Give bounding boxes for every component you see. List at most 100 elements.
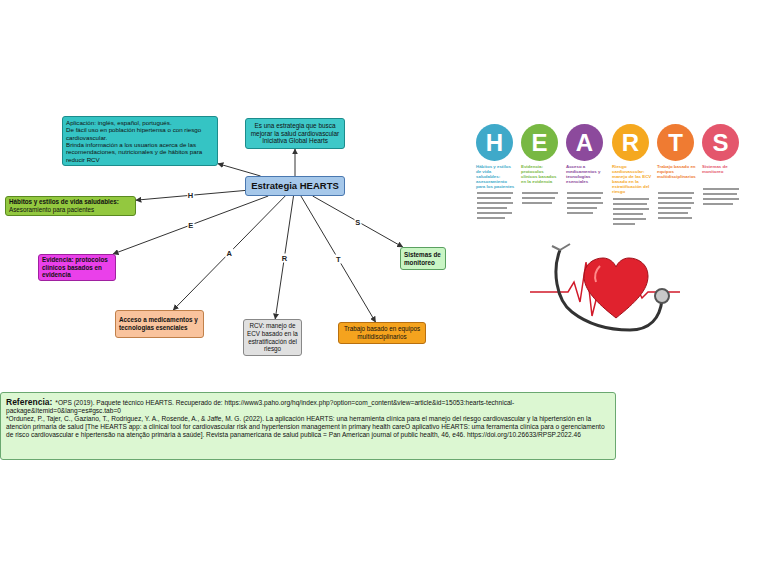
hearts-letter: H — [486, 131, 503, 155]
filler-line — [567, 197, 601, 199]
filler-line — [703, 198, 739, 200]
filler-line — [567, 202, 603, 204]
node-text: Asesoramiento para pacientes — [9, 206, 132, 214]
hearts-heading: Acceso a medicamentos y tecnologías esen… — [566, 164, 606, 184]
filler-line — [658, 217, 692, 219]
edge-label: H — [187, 191, 194, 200]
heart-highlight — [595, 266, 600, 282]
filler-line — [477, 207, 507, 209]
node-text: Evidencia: protocolos clínicos basados e… — [42, 256, 112, 279]
hearts-letter: T — [668, 131, 683, 155]
edge-label: A — [225, 249, 232, 258]
hearts-heading: Trabajo basado en equipos multidisciplin… — [657, 164, 697, 179]
heart-stethoscope-illustration — [530, 235, 680, 355]
stethoscope-tube — [556, 250, 662, 330]
connector — [313, 196, 403, 247]
node-text: Sistemas de monitoreo — [404, 251, 442, 266]
filler-line — [613, 208, 649, 210]
heart-shape — [584, 258, 648, 318]
node-text: Es una estrategia que busca mejorar la s… — [249, 122, 341, 137]
info-box: Es una estrategia que busca mejorar la s… — [245, 118, 345, 149]
filler-line — [477, 192, 513, 194]
filler-line — [658, 202, 694, 204]
filler-line — [567, 192, 603, 194]
reference-entry: *Ordunez, P., Tajer, C., Gaziano, T., Ro… — [6, 415, 610, 439]
filler-line — [658, 212, 688, 214]
concept-box: Sistemas de monitoreo — [400, 247, 446, 270]
edge-label: S — [354, 217, 361, 226]
filler-line — [477, 202, 513, 204]
filler-line — [567, 212, 593, 214]
info-box: Aplicación: inglés, español, portugués.D… — [62, 116, 218, 166]
circle-shape — [566, 124, 603, 161]
hearts-heading: Sistemas de monitoreo — [702, 164, 742, 174]
connector — [301, 196, 376, 322]
concept-box: Acceso a medicamentos y tecnologias esen… — [115, 310, 204, 338]
filler-line — [477, 197, 511, 199]
hearts-circle: SSistemas de monitoreo — [702, 124, 739, 161]
hearts-heading: Evidencia: protocolos clínicos basados e… — [521, 164, 561, 184]
hearts-letter: A — [576, 131, 593, 155]
node-text: De fácil uso en población hipertensa o c… — [66, 126, 214, 141]
concept-box: Trabajo basado en equipos multidisciplin… — [338, 322, 426, 344]
filler-line — [613, 213, 643, 215]
circle-shape — [612, 124, 649, 161]
hearts-heading: Riesgo cardiovascular: manejo de las ECV… — [612, 164, 652, 194]
concept-box: RCV: manejo de ECV basado en la estratif… — [243, 319, 302, 356]
reference-heading: Referencia: — [6, 397, 52, 407]
hearts-circle: TTrabajo basado en equipos multidiscipli… — [657, 124, 694, 161]
circle-shape — [657, 124, 694, 161]
reference-box: Referencia:*OPS (2019). Paquete técnico … — [0, 392, 616, 460]
filler-line — [613, 218, 646, 220]
concept-box: Evidencia: protocolos clínicos basados e… — [38, 254, 116, 281]
connector — [136, 190, 245, 200]
filler-line — [522, 197, 555, 199]
node-text: Aplicación: inglés, español, portugués. — [66, 119, 214, 126]
node-text: RCV: manejo de ECV basado en la estratif… — [247, 322, 298, 352]
hearts-text-filler — [477, 188, 739, 225]
node-text: Acceso a medicamentos y tecnologias esen… — [119, 316, 200, 331]
hearts-circle: EEvidencia: protocolos clínicos basados … — [521, 124, 558, 161]
hearts-circle: HHábitos y estilos de vida saludables: a… — [476, 124, 513, 161]
illustration-background — [530, 235, 680, 355]
hearts-letter: R — [622, 131, 639, 155]
reference-entry: *OPS (2019). Paquete técnico HEARTS. Rec… — [6, 399, 514, 414]
filler-line — [613, 198, 649, 200]
stethoscope-earpiece — [552, 244, 570, 250]
filler-line — [613, 223, 635, 225]
edge-label: T — [335, 255, 342, 264]
connector — [173, 196, 285, 310]
node-text: Estrategia HEARTS — [249, 180, 341, 191]
hearts-circle: AAcceso a medicamentos y tecnologías ese… — [566, 124, 603, 161]
filler-line — [522, 192, 558, 194]
connector — [218, 164, 261, 176]
connector — [295, 149, 296, 176]
edge-label: R — [281, 253, 288, 262]
hearts-heading: Hábitos y estilos de vida saludables: as… — [476, 164, 516, 189]
filler-line — [613, 203, 647, 205]
concept-box: Hábitos y estilos de vida saludables:Ase… — [5, 196, 136, 216]
filler-line — [567, 207, 597, 209]
filler-line — [477, 212, 512, 214]
filler-line — [658, 197, 692, 199]
filler-line — [522, 202, 552, 204]
filler-line — [658, 192, 694, 194]
filler-line — [658, 207, 691, 209]
circle-shape — [702, 124, 739, 161]
node-text: Iniciativa Global Hearts — [249, 137, 341, 145]
hearts-circle: RRiesgo cardiovascular: manejo de las EC… — [612, 124, 649, 161]
node-text: Brinda información a los usuarios acerca… — [66, 141, 214, 163]
hearts-letter: E — [531, 131, 547, 155]
filler-line — [477, 217, 505, 219]
hearts-letter: S — [712, 131, 728, 155]
node-text: Trabajo basado en equipos multidisciplin… — [342, 325, 422, 340]
central-topic: Estrategia HEARTS — [245, 176, 345, 196]
circle-shape — [476, 124, 513, 161]
edge-label: E — [187, 221, 194, 230]
node-text: Hábitos y estilos de vida saludables: — [9, 198, 132, 206]
stethoscope-chestpiece — [655, 289, 669, 303]
filler-line — [703, 188, 739, 190]
